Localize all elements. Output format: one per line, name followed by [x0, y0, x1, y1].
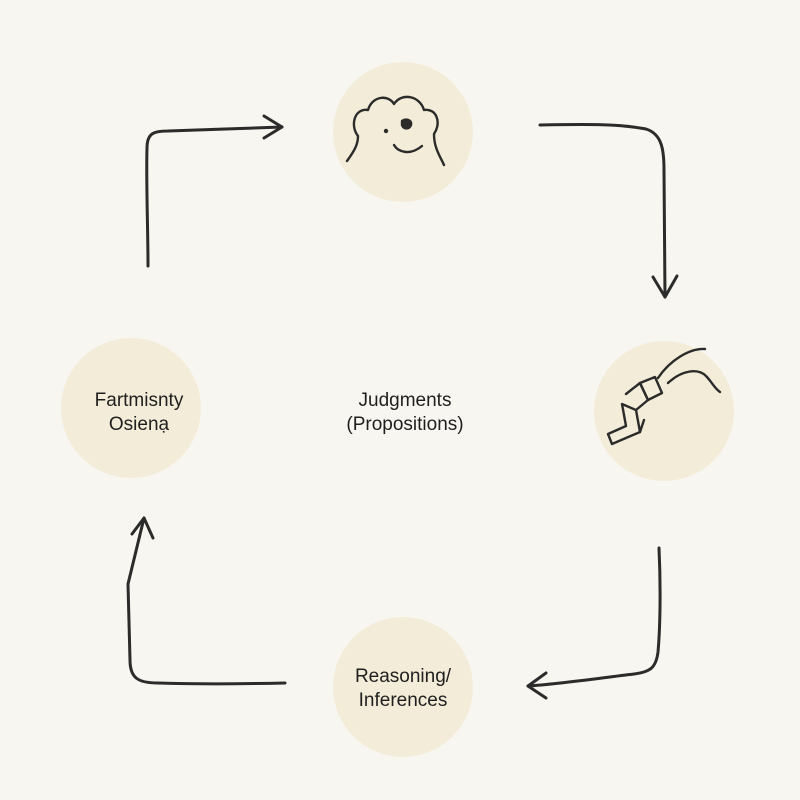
cloud-face-icon [345, 95, 446, 167]
arrow-down-icon [538, 122, 679, 299]
arrow-up-icon [126, 516, 287, 686]
node-bottom-line2: Inferences [358, 690, 448, 711]
node-top-circle [333, 62, 473, 202]
node-left-circle [61, 338, 201, 478]
node-bottom-circle [333, 617, 473, 757]
arrow-right-icon [145, 114, 284, 268]
node-bottom-label: Reasoning/ Inferences [328, 665, 478, 713]
center-line2: (Propositions) [346, 414, 464, 435]
node-left-line1: Fartmisnty [94, 390, 184, 411]
center-label: Judgments (Propositions) [300, 389, 510, 437]
node-left-line2: Osienạ [108, 414, 170, 435]
hand-writing-icon [606, 347, 722, 446]
node-bottom-line1: Reasoning/ [354, 666, 452, 687]
node-left-label: Fartmisnty Osienạ [64, 389, 214, 437]
center-line1: Judgments [358, 390, 452, 411]
node-right-circle [594, 341, 734, 481]
arrow-left-icon [526, 546, 662, 700]
